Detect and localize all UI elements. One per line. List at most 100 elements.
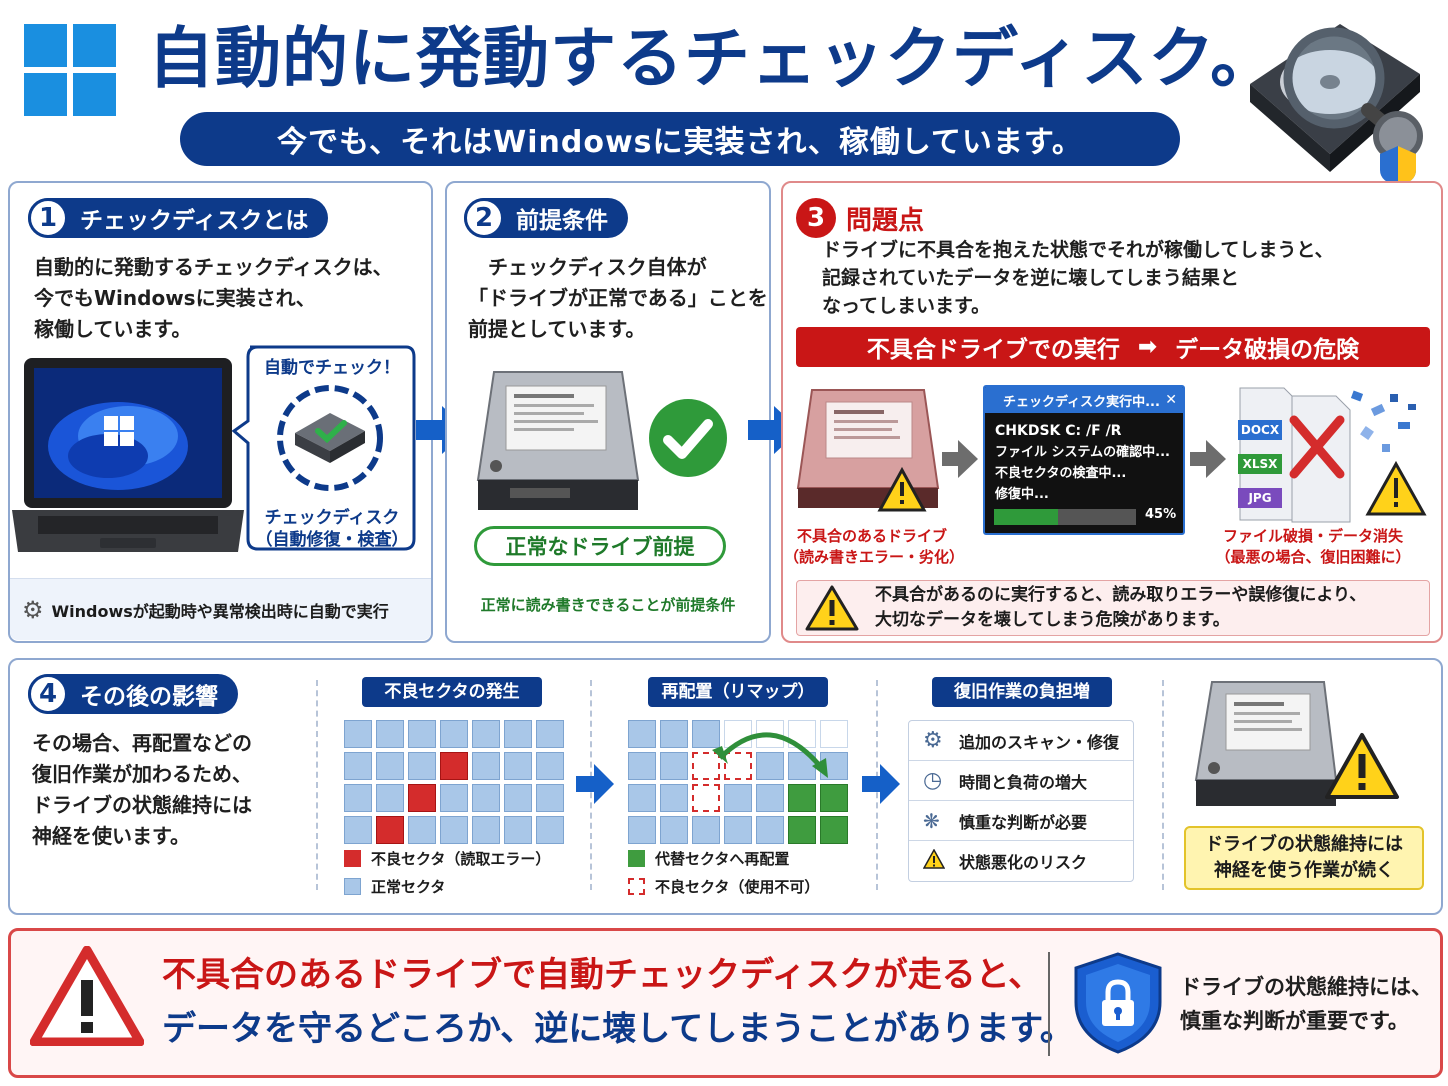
section-2-title: 前提条件 (516, 208, 608, 234)
section-4-body-line: 神経を使います。 (32, 824, 190, 848)
sector-cell (724, 816, 752, 844)
warning-icon (805, 584, 859, 632)
maintenance-note-line: 神経を使う作業が続く (1214, 860, 1394, 881)
disk-magnifier-icon (1230, 14, 1435, 186)
faulty-drive-caption: 不具合のあるドライブ （読み書きエラー・劣化） (784, 526, 965, 568)
sector-cell (756, 816, 784, 844)
section-1-body: 自動的に発動するチェックディスクは、 今でもWindowsに実装され、 稼働して… (34, 252, 393, 345)
section-1-header: 1 チェックディスクとは (28, 198, 329, 238)
legend-label: 正常セクタ (371, 878, 446, 896)
console-output: CHKDSK C: /F /R ファイル システムの確認中... 不良セクタの検… (985, 413, 1183, 505)
section-3-body-line: なってしまいます。 (822, 295, 991, 317)
file-loss-caption-line: ファイル破損・データ消失 (1222, 527, 1403, 545)
sector-cell (628, 816, 656, 844)
remap-curve-arrow-icon (700, 722, 836, 786)
faulty-drive-caption-line: （読み書きエラー・劣化） (784, 548, 965, 566)
sector-cell (344, 752, 372, 780)
sector-cell (536, 720, 564, 748)
danger-banner: 不具合ドライブでの実行 ➡ データ破損の危険 (796, 327, 1430, 367)
sector-cell (344, 784, 372, 812)
laptop-illustration (8, 356, 252, 558)
brain-icon: ❋ (923, 808, 940, 833)
divider (316, 680, 318, 890)
sector-cell (408, 752, 436, 780)
section-4-body: その場合、再配置などの 復旧作業が加わるため、 ドライブの状態維持には 神経を使… (32, 728, 252, 852)
legend-spare-sector: 代替セクタへ再配置 (628, 848, 789, 869)
bad-sector-title: 不良セクタの発生 (362, 677, 542, 707)
section-1-title: チェックディスクとは (80, 208, 309, 234)
file-loss-caption-line: （最悪の場合、復旧困難に） (1215, 548, 1411, 566)
arrow-right-icon (1190, 440, 1226, 482)
section-3-body-line: ドライブに不具合を抱えた状態でそれが稼働してしまうと、 (822, 239, 1334, 261)
file-jpg: JPG (1238, 488, 1282, 508)
bad-sector-cell (408, 784, 436, 812)
arrow-right-icon (576, 764, 614, 808)
sector-cell (408, 816, 436, 844)
sector-cell (376, 720, 404, 748)
section-1-body-line: 自動的に発動するチェックディスクは、 (34, 255, 393, 279)
sector-cell (724, 784, 752, 812)
sector-cell (408, 720, 436, 748)
bottom-warning-line-1: 不具合のあるドライブで自動チェックディスクが走ると、 (162, 955, 1043, 995)
progress-bar (994, 509, 1136, 525)
unusable-sector-cell (692, 752, 720, 780)
section-3-title: 問題点 (846, 205, 925, 236)
unusable-sector-cell (692, 784, 720, 812)
gear-icon: ⚙ (22, 595, 44, 624)
divider (1162, 680, 1164, 890)
maintenance-note: ドライブの状態維持には 神経を使う作業が続く (1184, 826, 1424, 890)
section-4-header: 4 その後の影響 (28, 674, 238, 714)
legend-swatch-green (628, 850, 645, 867)
list-item: ❋慎重な判断が必要 (909, 801, 1133, 841)
close-icon[interactable]: ✕ (1165, 392, 1177, 408)
legend-swatch-blue (344, 878, 361, 895)
sector-cell (628, 784, 656, 812)
sector-cell (472, 752, 500, 780)
gear-icon: ⚙ (923, 728, 943, 753)
sector-cell (344, 816, 372, 844)
section-1-body-line: 今でもWindowsに実装され、 (34, 286, 316, 310)
file-docx: DOCX (1238, 420, 1282, 440)
sector-cell (756, 784, 784, 812)
spare-sector-cell (820, 816, 848, 844)
auto-check-label: 自動でチェック！ (264, 358, 400, 378)
legend-bad-sector: 不良セクタ（読取エラー） (344, 848, 550, 869)
sector-cell (440, 720, 468, 748)
sector-cell (756, 752, 784, 780)
section-2-body-line: 前提としています。 (468, 317, 646, 341)
chkdsk-window-title: チェックディスク実行中... (1003, 394, 1160, 410)
page-title: 自動的に発動するチェックディスク。 (148, 20, 1278, 97)
list-item-label: 時間と負荷の増大 (959, 772, 1088, 792)
normal-drive-badge-text: 正常なドライブ前提 (505, 535, 695, 559)
sector-cell (660, 720, 688, 748)
section-3-warning-box: 不具合があるのに実行すると、読み取りエラーや誤修復により、 大切なデータを壊して… (796, 580, 1430, 636)
clock-icon: ◷ (923, 768, 943, 793)
sector-cell (820, 720, 848, 748)
chkdsk-window: チェックディスク実行中... ✕ CHKDSK C: /F /R ファイル シス… (983, 385, 1185, 535)
faulty-drive-icon (792, 384, 942, 522)
file-loss-caption: ファイル破損・データ消失 （最悪の場合、復旧困難に） (1200, 526, 1426, 568)
legend-label: 不良セクタ（読取エラー） (371, 850, 551, 868)
sector-cell (692, 816, 720, 844)
large-warning-icon (29, 945, 145, 1047)
section-2-number: 2 (464, 198, 504, 238)
section-3-warning-line: 不具合があるのに実行すると、読み取りエラーや誤修復により、 (875, 585, 1367, 605)
sector-cell (504, 752, 532, 780)
sector-cell (344, 720, 372, 748)
section-4-body-line: ドライブの状態維持には (32, 793, 252, 817)
section-3-warning-line: 大切なデータを壊してしまう危険があります。 (875, 610, 1230, 630)
unusable-sector-cell (724, 752, 752, 780)
arrow-right-icon: ➡ (1137, 334, 1158, 360)
progress-fill (994, 509, 1058, 525)
sector-cell (724, 720, 752, 748)
normal-drive-badge: 正常なドライブ前提 (474, 526, 726, 566)
sector-cell (628, 752, 656, 780)
legend-normal-sector: 正常セクタ (344, 876, 445, 897)
sector-cell (660, 752, 688, 780)
section-3-warning-text: 不具合があるのに実行すると、読み取りエラーや誤修復により、 大切なデータを壊して… (875, 583, 1366, 633)
list-item: 状態悪化のリスク (909, 841, 1133, 881)
sector-cell (536, 752, 564, 780)
auto-check-bubble: 自動でチェック！ チェックディスク （自動修復・検査） (230, 343, 416, 553)
recovery-burden-title: 復旧作業の負担増 (932, 677, 1112, 707)
section-4-number: 4 (28, 674, 68, 714)
